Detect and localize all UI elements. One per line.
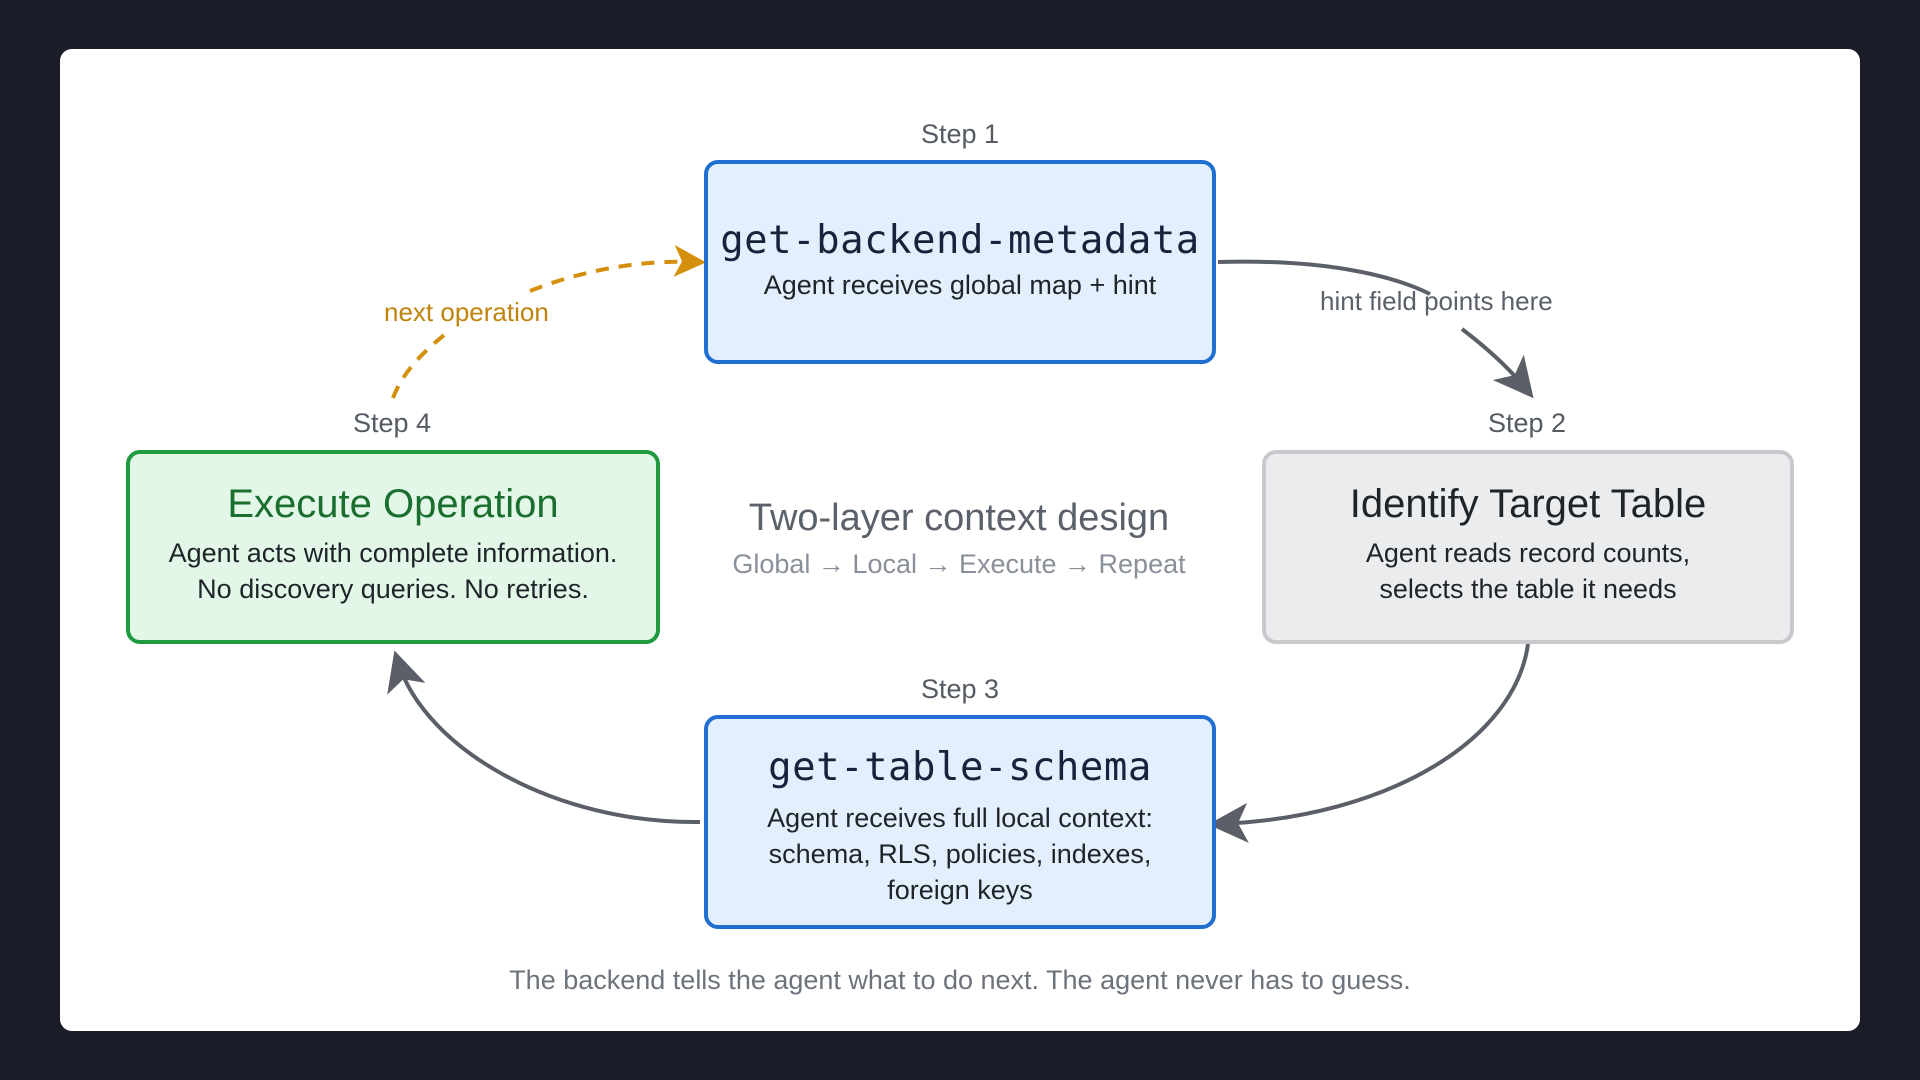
center-subtitle: Global → Local → Execute → Repeat: [732, 549, 1186, 579]
center-title: Two-layer context design: [748, 497, 1170, 539]
step-4-description: Agent acts with complete information. No…: [168, 538, 618, 604]
step-2-description: Agent reads record counts, selects the t…: [1365, 538, 1691, 604]
step-2-label: Step 2: [1487, 408, 1567, 438]
step-3-box: get-table-schema Agent receives full loc…: [704, 715, 1216, 929]
next-operation-label: next operation: [384, 297, 549, 327]
diagram-card: Step 1 get-backend-metadata Agent receiv…: [60, 49, 1860, 1031]
step-1-description: Agent receives global map + hint: [763, 270, 1157, 300]
step-3-description: Agent receives full local context: schem…: [767, 803, 1153, 905]
step-4-label: Step 4: [352, 408, 432, 438]
arrow-step1-to-step2: [1217, 259, 1431, 296]
step-4-box: Execute Operation Agent acts with comple…: [126, 450, 660, 644]
step-1-box: get-backend-metadata Agent receives glob…: [704, 160, 1216, 364]
step-3-label: Step 3: [920, 674, 1000, 704]
arrow-step1-to-step2-tail: [1460, 327, 1534, 399]
hint-edge-label: hint field points here: [1320, 286, 1553, 316]
arrow-next-operation-upper: [529, 245, 706, 293]
step-3-title: get-table-schema: [768, 745, 1152, 790]
arrows-layer: [387, 245, 1534, 843]
step-4-title: Execute Operation: [227, 482, 559, 526]
step-2-title: Identify Target Table: [1349, 482, 1707, 526]
arrow-step2-to-step3: [1208, 643, 1530, 843]
step-2-box: Identify Target Table Agent reads record…: [1262, 450, 1794, 644]
arrow-step3-to-step4: [387, 650, 701, 825]
step-1-title: get-backend-metadata: [720, 218, 1200, 263]
footer-caption: The backend tells the agent what to do n…: [509, 965, 1411, 995]
step-1-label: Step 1: [920, 119, 1000, 149]
arrow-next-operation-lower: [391, 330, 450, 399]
